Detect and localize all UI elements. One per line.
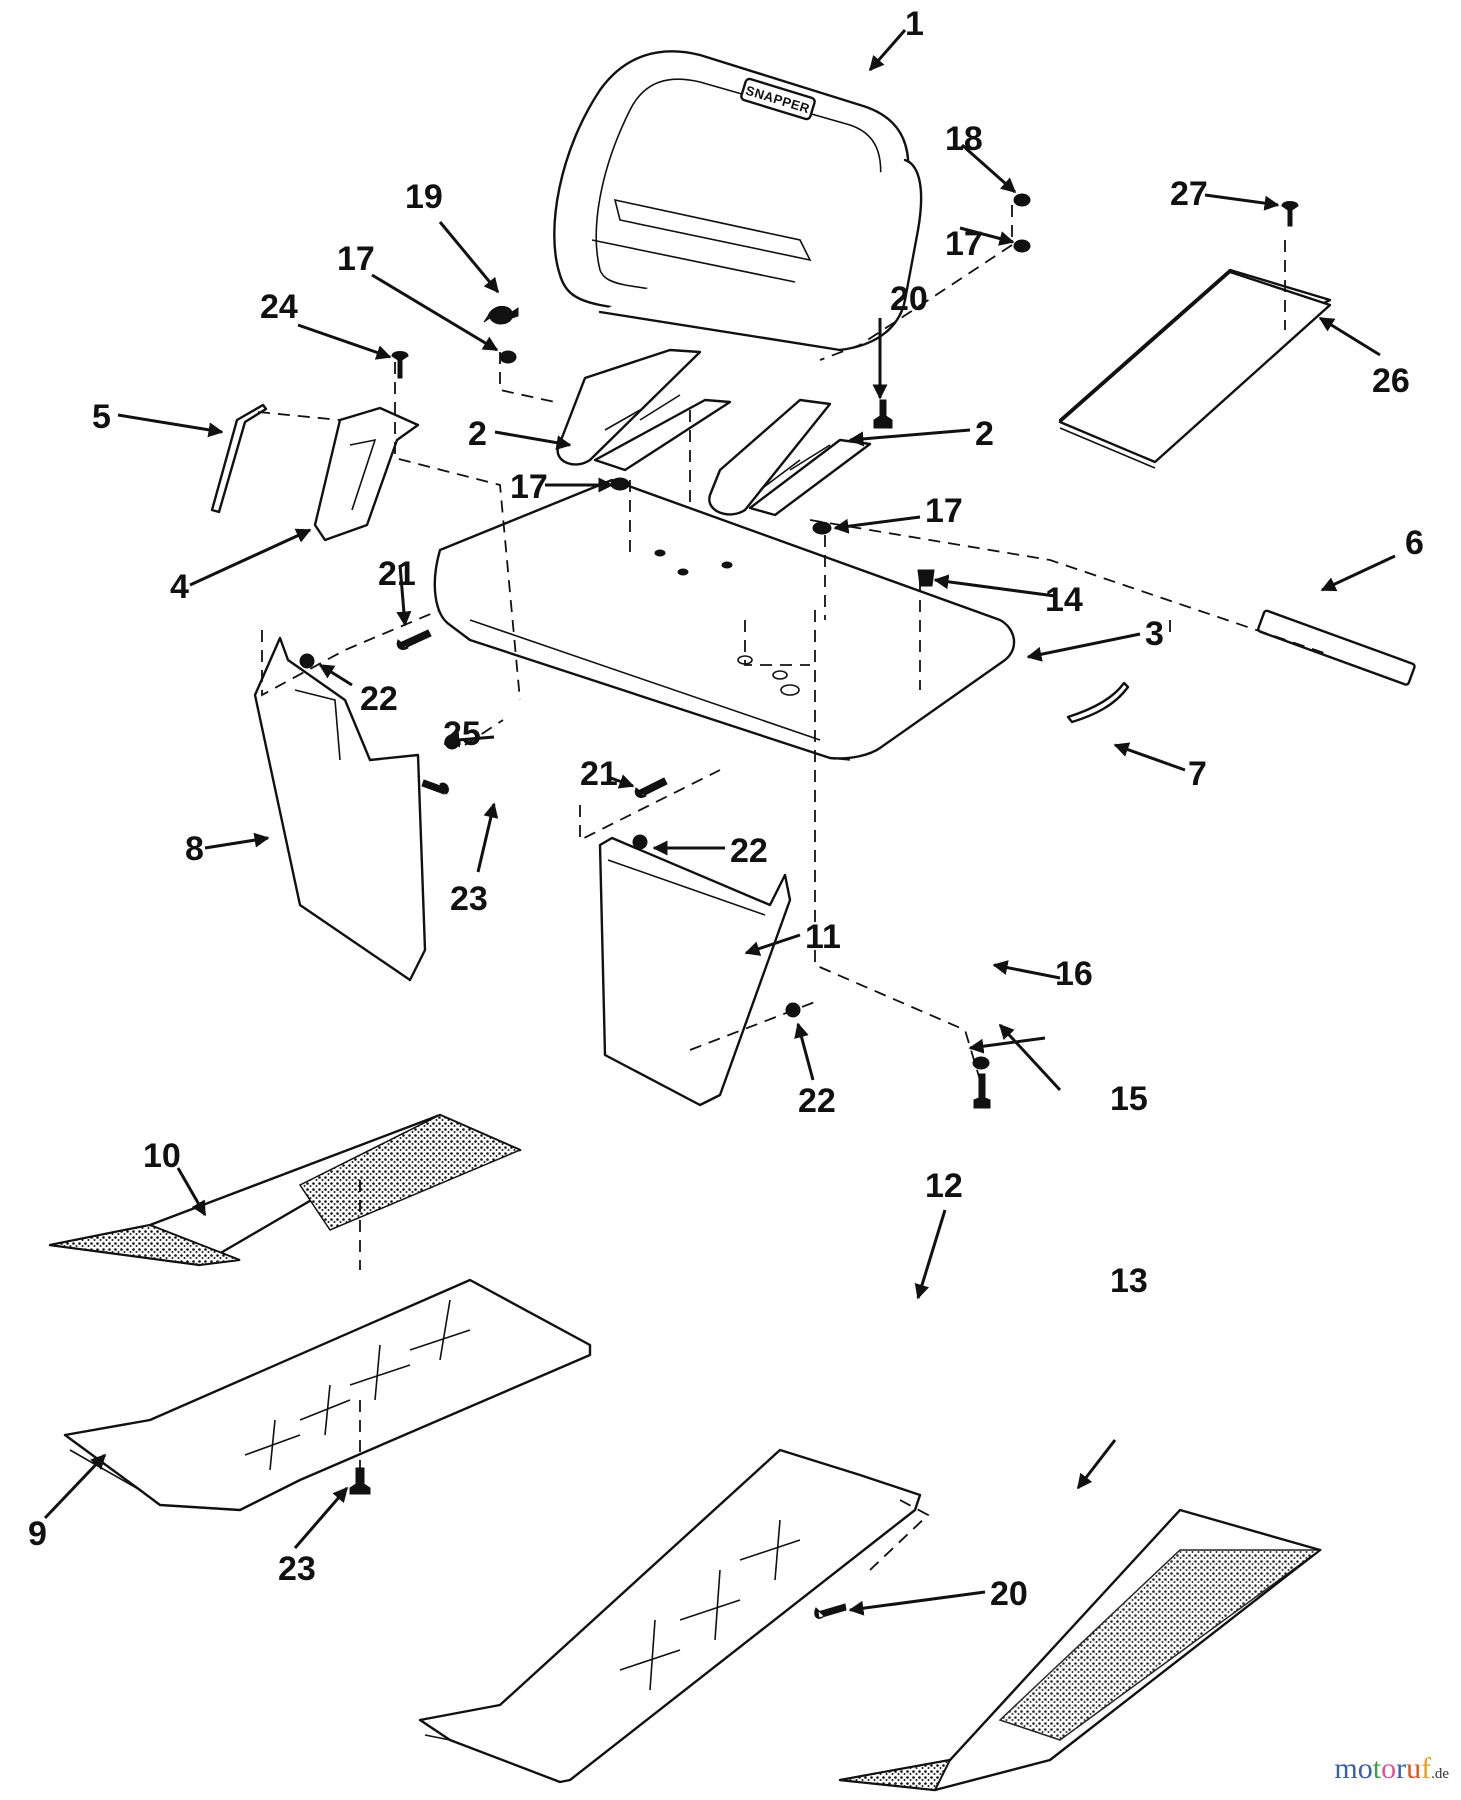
bolt-23-upper <box>421 779 449 795</box>
footrest-left-cross-slots <box>244 1299 471 1471</box>
callout-9: 9 <box>28 1515 47 1553</box>
watermark-letter: f <box>1421 1752 1432 1785</box>
bolt-15 <box>973 1073 991 1109</box>
watermark-letter: u <box>1406 1752 1422 1785</box>
nut-14 <box>917 569 935 587</box>
washer-17-mid-left <box>610 477 630 491</box>
seat-pan <box>433 478 1016 761</box>
callout-17-b: 17 <box>510 468 548 506</box>
nut-22-lower <box>785 1002 801 1018</box>
callout-16: 16 <box>1055 955 1093 993</box>
callout-23-lower: 23 <box>278 1550 316 1588</box>
watermark-letter: m <box>1334 1752 1358 1785</box>
callout-15: 15 <box>1110 1080 1148 1118</box>
callout-21-upper: 21 <box>378 555 416 593</box>
washer-17-mid-right <box>812 521 832 535</box>
callout-26: 26 <box>1372 362 1410 400</box>
callout-2-left: 2 <box>468 415 487 453</box>
callout-labels: 1 2 2 3 4 5 6 7 8 9 10 11 12 13 14 15 16… <box>28 5 1424 1613</box>
callout-5: 5 <box>92 398 111 436</box>
screw-20-lower <box>814 1603 847 1619</box>
watermark-letters: motoruf <box>1334 1752 1431 1785</box>
callout-18: 18 <box>945 120 983 158</box>
decal-strip <box>1257 609 1416 686</box>
callout-11: 11 <box>805 918 841 956</box>
callout-22-middle: 22 <box>730 832 768 870</box>
callout-17-d: 17 <box>945 225 983 263</box>
callout-13: 13 <box>1110 1262 1148 1300</box>
wing-nut-19 <box>483 305 519 325</box>
side-panel-left <box>253 636 427 982</box>
footrest-right <box>418 1448 922 1784</box>
nut-22-middle <box>632 834 648 850</box>
callout-17-a: 17 <box>337 240 375 278</box>
callout-22-lower: 22 <box>798 1082 836 1120</box>
callout-3: 3 <box>1145 615 1164 653</box>
callout-6: 6 <box>1405 524 1424 562</box>
seat-logo-badge <box>740 77 816 121</box>
callout-17-c: 17 <box>925 492 963 530</box>
callout-25: 25 <box>443 715 481 753</box>
callout-2-right: 2 <box>975 415 994 453</box>
callout-4: 4 <box>170 568 189 606</box>
assembly-lines <box>257 205 1331 1571</box>
callout-8: 8 <box>185 830 204 868</box>
footrest-left <box>63 1278 592 1512</box>
nut-18 <box>1013 193 1031 207</box>
bolt-20-upper <box>873 399 893 429</box>
watermark-suffix: .de <box>1431 1766 1449 1782</box>
side-panel-right <box>598 836 792 1107</box>
callout-20-upper: 20 <box>890 280 928 318</box>
nut-22-upper <box>299 653 315 669</box>
bolt-23-lower <box>349 1467 371 1495</box>
watermark-letter: o <box>1357 1752 1373 1785</box>
curved-trim <box>1066 681 1130 724</box>
callout-21-lower: 21 <box>580 755 618 793</box>
bolt-21-upper <box>396 629 432 651</box>
seat-bracket-right <box>708 398 872 517</box>
washer-16 <box>972 1056 990 1070</box>
callout-27: 27 <box>1170 175 1208 213</box>
callout-19: 19 <box>405 178 443 216</box>
callout-22-upper: 22 <box>360 680 398 718</box>
footrest-mat-right <box>838 1508 1323 1792</box>
callout-14: 14 <box>1045 581 1083 619</box>
callout-1: 1 <box>905 5 924 43</box>
screw-27 <box>1281 201 1299 227</box>
screw-24 <box>391 351 409 379</box>
callout-20-lower: 20 <box>990 1575 1028 1613</box>
adjustment-plate <box>313 406 420 542</box>
seat: SNAPPER <box>553 50 923 352</box>
footrest-right-cross-slots <box>619 1519 801 1691</box>
callout-23-upper: 23 <box>450 880 488 918</box>
watermark-letter: r <box>1396 1752 1407 1785</box>
callout-24: 24 <box>260 288 298 326</box>
washer-17-upper-right <box>1013 239 1031 253</box>
bolt-21-lower <box>634 777 668 799</box>
watermark-logo: motoruf.de <box>1334 1752 1449 1786</box>
plate <box>1058 268 1332 469</box>
hardware <box>299 193 1299 1619</box>
seat-bracket-left <box>556 348 732 472</box>
adjustment-lever <box>210 403 268 514</box>
footrest-mat-left <box>48 1113 522 1267</box>
watermark-letter: o <box>1381 1752 1397 1785</box>
leader-arrows <box>43 29 1396 1616</box>
callout-7: 7 <box>1188 755 1207 793</box>
watermark-letter: t <box>1372 1752 1382 1785</box>
washer-17-upper-left <box>499 350 517 364</box>
callout-10: 10 <box>143 1137 181 1175</box>
callout-12: 12 <box>925 1167 963 1205</box>
